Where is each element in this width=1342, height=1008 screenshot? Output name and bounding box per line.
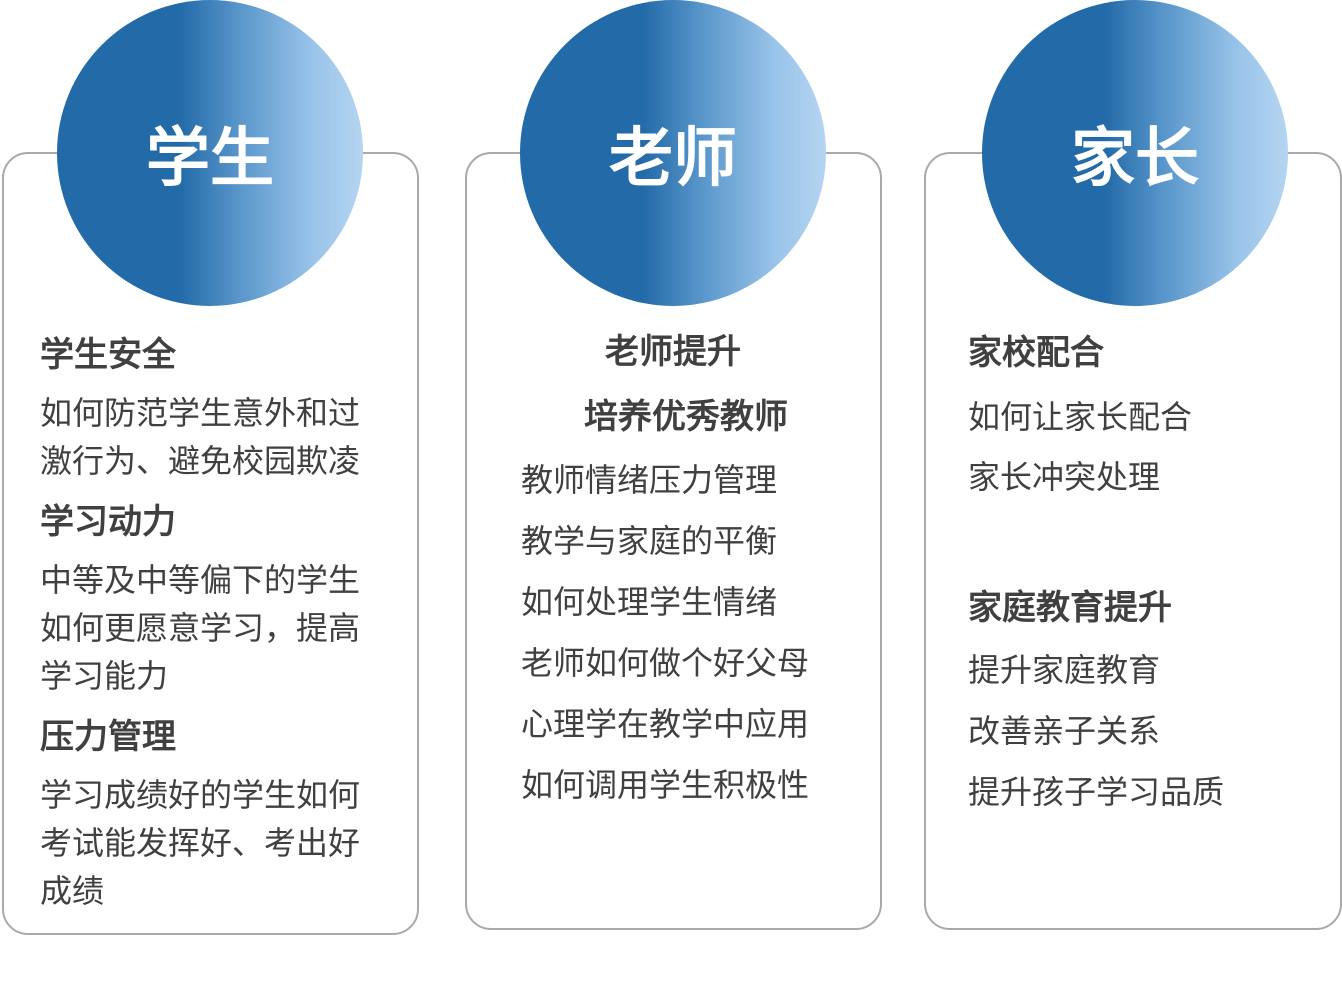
teachers-title: 老师 (609, 122, 737, 196)
body-line: 激行为、避免校园欺凌 (40, 442, 361, 480)
section-heading: 家校配合 (968, 333, 1104, 373)
teachers-circle: 老师 (520, 0, 826, 306)
list-item: 教师情绪压力管理 (521, 461, 778, 499)
body-line: 考试能发挥好、考出好 (40, 824, 361, 862)
students-title: 学生 (146, 122, 274, 196)
list-item: 家长冲突处理 (968, 458, 1161, 496)
students-circle: 学生 (57, 0, 363, 306)
list-item: 教学与家庭的平衡 (521, 522, 778, 560)
section-heading: 学习动力 (40, 502, 176, 542)
section-heading: 老师提升 (605, 332, 741, 372)
parents-title: 家长 (1071, 122, 1199, 196)
list-item: 提升家庭教育 (968, 651, 1161, 689)
section-heading: 培养优秀教师 (584, 397, 788, 437)
list-item: 提升孩子学习品质 (968, 773, 1225, 811)
list-item: 老师如何做个好父母 (521, 644, 810, 682)
list-item: 如何处理学生情绪 (521, 583, 778, 621)
body-line: 学习成绩好的学生如何 (40, 776, 361, 814)
body-line: 如何防范学生意外和过 (40, 394, 361, 432)
list-item: 如何让家长配合 (968, 398, 1193, 436)
list-item: 改善亲子关系 (968, 712, 1161, 750)
body-line: 学习能力 (40, 657, 169, 695)
list-item: 如何调用学生积极性 (521, 766, 810, 804)
list-item: 心理学在教学中应用 (521, 705, 810, 743)
body-line: 中等及中等偏下的学生 (40, 561, 361, 599)
section-heading: 学生安全 (40, 335, 176, 375)
parents-circle: 家长 (982, 0, 1288, 306)
body-line: 成绩 (40, 872, 105, 910)
body-line: 如何更愿意学习，提高 (40, 609, 361, 647)
section-heading: 压力管理 (40, 717, 176, 757)
section-heading: 家庭教育提升 (968, 588, 1172, 628)
